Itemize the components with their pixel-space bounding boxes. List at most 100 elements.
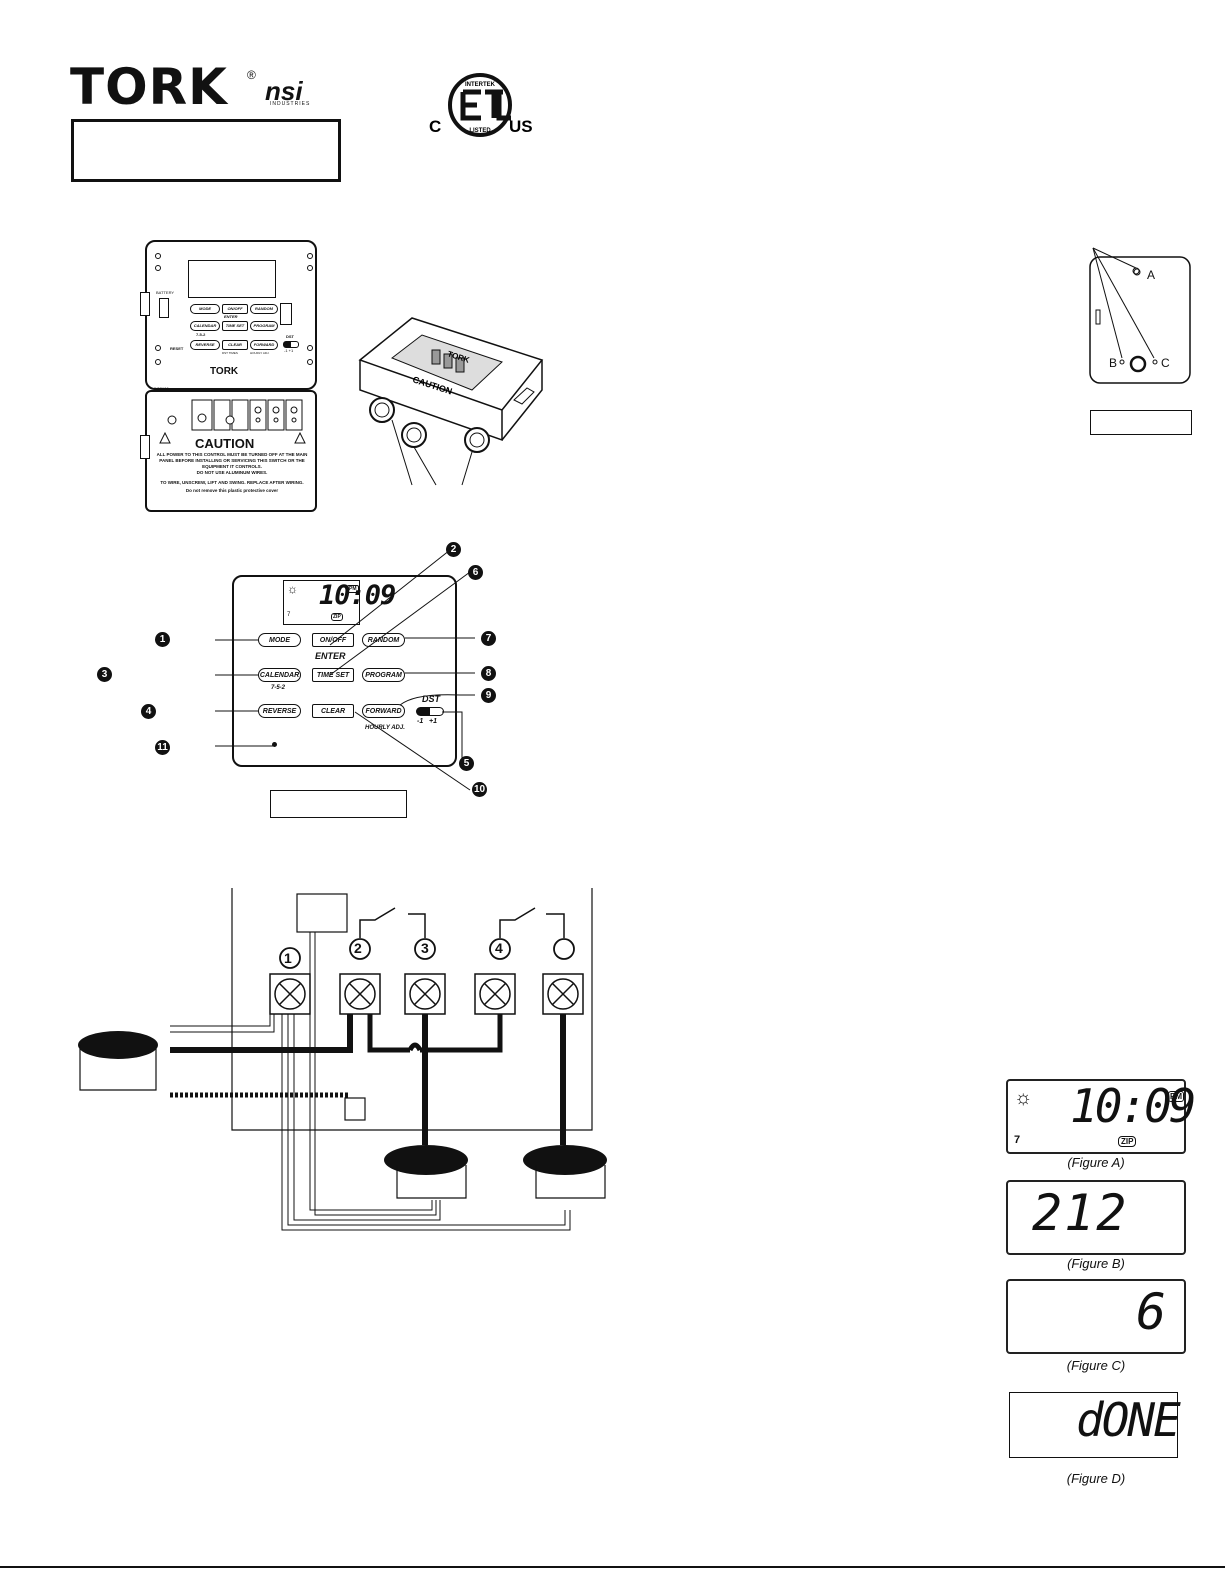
bottom-rule <box>0 1566 1225 1568</box>
figure-d-display: dONE <box>1009 1392 1181 1458</box>
callout-10: 10 <box>472 782 487 797</box>
figure-b-value: 212 <box>1032 1184 1129 1242</box>
mount-label-b: B <box>1109 356 1118 370</box>
keypad-lcd-zip: ZIP <box>331 613 343 621</box>
device-caution-warning: ALL POWER TO THIS CONTROL MUST BE TURNED… <box>156 452 308 469</box>
callout-4: 4 <box>141 704 156 719</box>
keypad-caption-box <box>270 790 407 818</box>
keypad-dst-options: -1 +1 <box>417 718 438 725</box>
figure-b-display: 212 <box>1006 1180 1186 1255</box>
keypad-button-mode[interactable]: MODE <box>258 633 301 647</box>
figure-d-caption: (Figure D) <box>1066 1471 1126 1486</box>
device-button-reverse[interactable]: REVERSE <box>190 340 220 350</box>
keypad-button-onoff[interactable]: ON/OFF <box>312 633 354 647</box>
mount-label-a: A <box>1147 268 1156 282</box>
figure-a-day: 7 <box>1014 1134 1021 1146</box>
device-caution-cover: Do not remove this plastic protective co… <box>185 488 279 493</box>
device-button-calendar[interactable]: CALENDAR <box>190 321 220 331</box>
device-lcd-window <box>188 260 276 298</box>
keypad-lcd-bulb-icon: ☼ <box>287 582 298 596</box>
cert-bottom-text: LISTED <box>469 128 491 134</box>
terminal-label-4: 4 <box>495 940 503 956</box>
callout-8: 8 <box>481 666 496 681</box>
device-dst-switch[interactable] <box>283 341 299 348</box>
figure-a-bulb-icon: ☼ <box>1014 1087 1033 1109</box>
device-button-random[interactable]: RANDOM <box>250 304 278 314</box>
device-button-clear[interactable]: CLEAR <box>222 340 248 350</box>
hinge-upper <box>140 292 150 316</box>
title-box <box>71 119 341 182</box>
keypad-leader-lines <box>215 549 475 791</box>
callout-5: 5 <box>459 756 474 771</box>
keypad-lcd <box>283 580 360 625</box>
figure-a-display: ☼ 10:09 PM 7 ZIP <box>1006 1079 1196 1154</box>
keypad-button-calendar[interactable]: CALENDAR <box>258 668 301 682</box>
callout-7: 7 <box>481 631 496 646</box>
callout-11: 11 <box>155 740 170 755</box>
etl-certification-mark: INTERTEK CM LISTED C US <box>429 73 533 137</box>
keypad-button-clear[interactable]: CLEAR <box>312 704 354 718</box>
figure-a-time: 10:09 <box>1070 1079 1196 1133</box>
callout-1: 1 <box>155 632 170 647</box>
keypad-lcd-day: 7 <box>287 612 291 618</box>
keypad-panel <box>232 575 457 767</box>
hinge-lower <box>140 435 150 459</box>
figure-c-display: 6 <box>1006 1279 1186 1354</box>
device-forward-sub: HOURLY ADJ. <box>250 351 270 355</box>
keypad-hourly-label: HOURLY ADJ. <box>365 725 405 731</box>
battery-label: BATTERY <box>156 290 175 295</box>
terminal-label-1: 1 <box>284 950 292 966</box>
tork-logo: TORK <box>70 58 228 116</box>
device-button-program[interactable]: PROGRAM <box>250 321 278 331</box>
device-front-illustration: BATTERY RESET MODE MODE ON/OFF RANDOM EN… <box>140 238 320 514</box>
figure-c-value: 6 <box>1136 1283 1167 1341</box>
registered-mark: ® <box>247 68 256 82</box>
device-button-forward[interactable]: FORWARD <box>250 340 278 350</box>
device-button-onoff[interactable]: ON/OFF <box>222 304 248 314</box>
device-button-mode[interactable]: MODE <box>190 304 220 314</box>
device-caution-title: CAUTION <box>195 436 255 451</box>
mounting-hole-diagram <box>1089 247 1191 384</box>
mount-label-c: C <box>1161 356 1170 370</box>
figure-c-caption: (Figure C) <box>1066 1358 1126 1373</box>
keypad-enter-label: ENTER <box>315 651 346 661</box>
device-indicator <box>280 303 292 325</box>
figure-a-pm: PM <box>1168 1091 1184 1102</box>
nsi-industries-text: INDUSTRIES <box>270 101 311 107</box>
device-reverse-sub: DST TIMES <box>222 351 238 355</box>
figure-b-caption: (Figure B) <box>1067 1256 1125 1271</box>
keypad-button-forward[interactable]: FORWARD <box>362 704 405 718</box>
cert-top-text: INTERTEK <box>465 82 496 88</box>
keypad-button-program[interactable]: PROGRAM <box>362 668 405 682</box>
cert-c-text: C <box>429 117 441 136</box>
device-model: DZS100 <box>154 386 169 391</box>
device-enter-label: ENTER <box>224 314 238 319</box>
callout-9: 9 <box>481 688 496 703</box>
cert-us-text: US <box>509 117 533 136</box>
wiring-diagram <box>78 888 607 1231</box>
battery-slot <box>159 298 169 318</box>
keypad-button-reverse[interactable]: REVERSE <box>258 704 301 718</box>
figure-d-value: dONE <box>1076 1393 1181 1447</box>
keypad-reset-hole[interactable] <box>272 742 277 747</box>
keypad-lcd-pm: PM <box>347 585 359 593</box>
mount-caption-box <box>1090 410 1192 435</box>
device-dst-label: DST <box>286 334 294 339</box>
keypad-dst-label: DST <box>422 694 440 704</box>
nsi-logo: nsi <box>265 76 303 106</box>
reset-label: RESET <box>170 346 184 351</box>
device-calendar-sub: 7-5-2 <box>196 332 206 337</box>
figure-a-caption: (Figure A) <box>1067 1155 1125 1170</box>
callout-6: 6 <box>468 565 483 580</box>
keypad-button-time-set[interactable]: TIME SET <box>312 668 354 682</box>
device-caution-wiring: TO WIRE, UNSCREW, LIFT AND SWING. REPLAC… <box>160 480 304 485</box>
keypad-calendar-sub: 7-5-2 <box>271 685 286 691</box>
device-screws <box>155 253 313 444</box>
device-brand: TORK <box>210 366 239 377</box>
device-dst-options: -1 +1 <box>284 348 294 353</box>
enclosure-perspective-illustration: TORK CAUTION <box>358 317 544 486</box>
callout-3: 3 <box>97 667 112 682</box>
terminal-label-2: 2 <box>354 940 362 956</box>
figure-a-zip: ZIP <box>1118 1136 1137 1147</box>
device-button-time-set[interactable]: TIME SET <box>222 321 248 331</box>
